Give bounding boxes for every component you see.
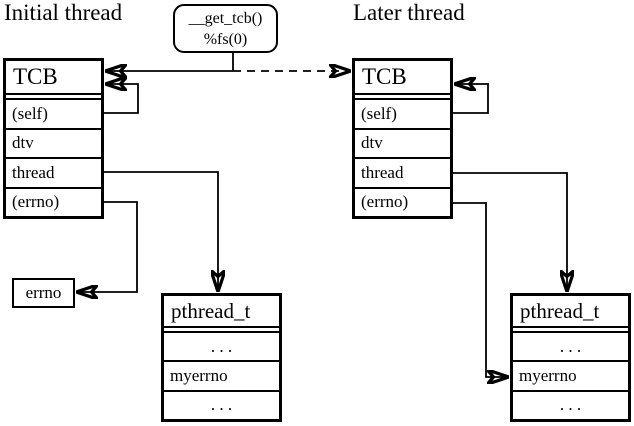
arrow-initial-self-loop [104,84,139,114]
initial-thread-heading: Initial thread [4,0,123,25]
tcb-field-dtv: dtv [355,127,450,158]
pthread-row-dots-bottom: . . . [164,389,279,419]
pthread-box-initial: pthread_t . . . myerrno . . . [161,293,282,422]
pthread-title-later: pthread_t [513,296,628,328]
get-tcb-line2: %fs(0) [203,31,248,48]
arrow-later-errno-to-myerrno [453,202,507,377]
tcb-double-line [355,95,450,100]
pthread-row-dots-top: . . . [559,336,582,356]
tcb-field-errno: (errno) [6,186,101,217]
tcb-title-initial: TCB [6,61,101,95]
get-tcb-box: __get_tcb() %fs(0) [173,4,278,53]
arrow-initial-thread-to-pthread [104,171,218,290]
tcb-field-thread: thread [355,157,450,187]
errno-box: errno [12,278,75,308]
tcb-double-line [6,95,101,100]
pthread-double-line [164,328,279,333]
tcb-field-errno: (errno) [355,186,450,217]
pthread-row-dots-bottom: . . . [513,389,628,419]
tcb-field-self: (self) [12,103,48,123]
pthread-double-line [513,328,628,333]
arrow-later-self-loop [453,84,489,114]
pthread-title-initial: pthread_t [164,296,279,328]
tcb-field-thread: thread [6,157,101,187]
tcb-box-initial: TCB (self) dtv thread (errno) [3,58,104,219]
get-tcb-line1: __get_tcb() [188,10,263,27]
pthread-box-later: pthread_t . . . myerrno . . . [510,293,631,422]
tcb-box-later: TCB (self) dtv thread (errno) [352,58,453,219]
tcb-field-self: (self) [361,103,397,123]
pthread-row-myerrno: myerrno [513,360,628,389]
pthread-row-dots-top: . . . [210,336,233,356]
tcb-title-later: TCB [355,61,450,95]
pthread-row-myerrno: myerrno [164,360,279,389]
later-thread-heading: Later thread [353,0,465,25]
arrow-later-thread-to-pthread [453,172,567,290]
tcb-field-dtv: dtv [6,127,101,158]
